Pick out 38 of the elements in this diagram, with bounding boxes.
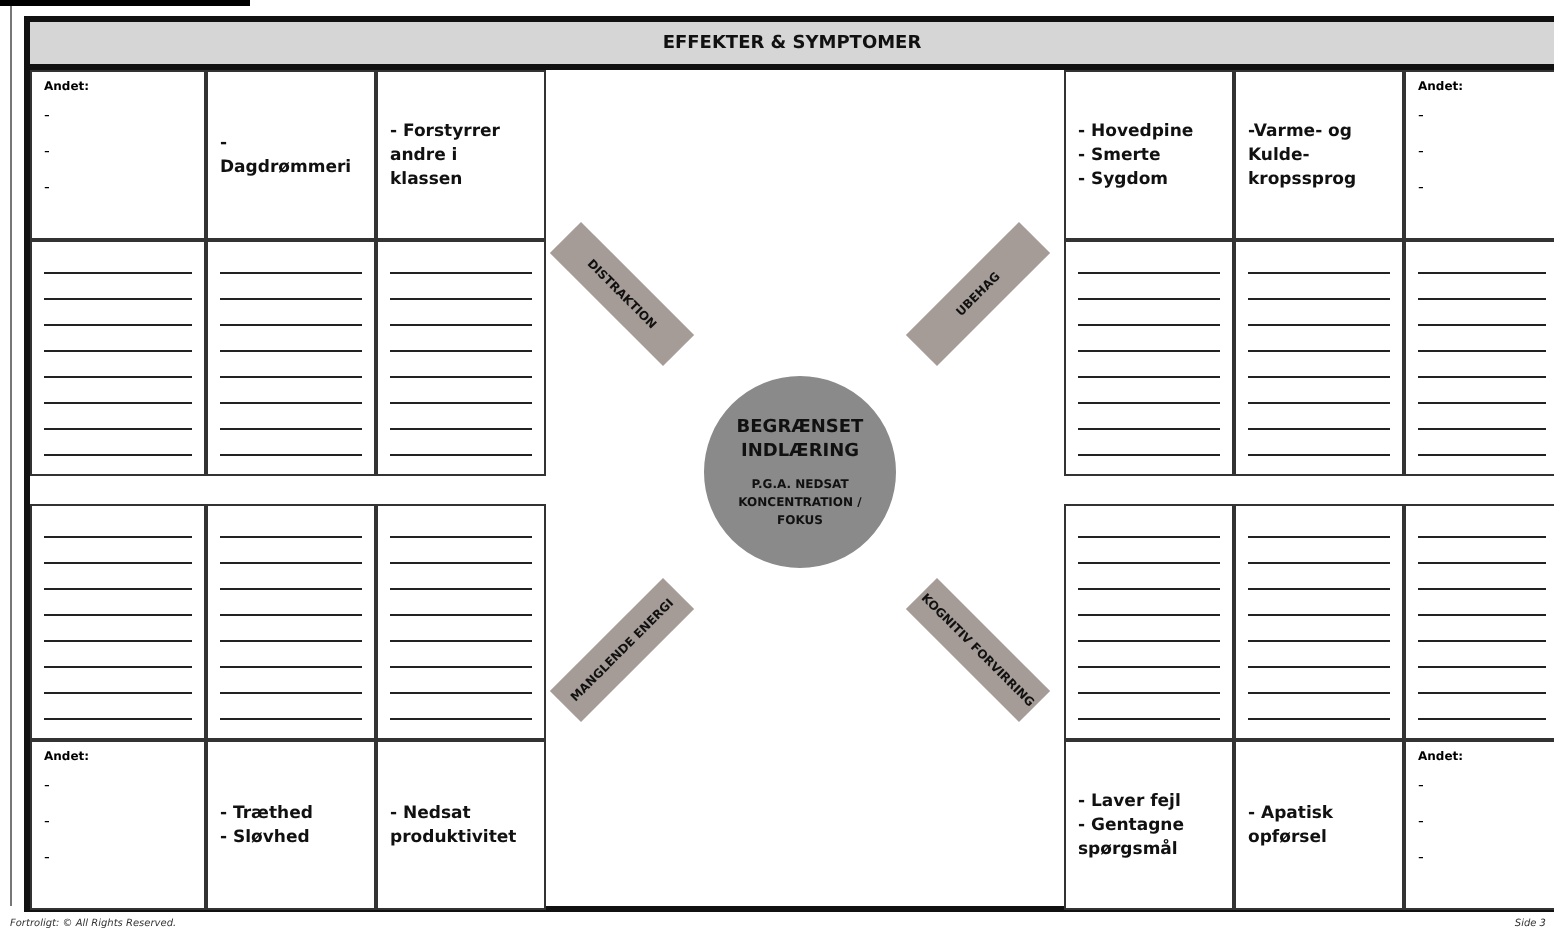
- bullet-dash: -: [44, 812, 52, 832]
- symptom-text: - Gentagne spørgsmål: [1078, 813, 1186, 861]
- symptom-text: - Hovedpine: [1078, 119, 1196, 143]
- writing-lines-box: [1064, 240, 1234, 476]
- bullet-dash: -: [1418, 812, 1426, 832]
- symptom-text: - Smerte: [1078, 143, 1163, 167]
- writing-lines-box: [206, 504, 376, 740]
- bullet-dash: -: [44, 142, 52, 162]
- bullet-dash: -: [1418, 106, 1426, 126]
- writing-lines-box: [30, 240, 206, 476]
- writing-lines-box: [1234, 504, 1404, 740]
- symptom-text: - Forstyrrer andre i klassen: [390, 119, 502, 191]
- symptom-text: - Apatisk opførsel: [1248, 801, 1336, 849]
- writing-lines-box: [1234, 240, 1404, 476]
- writing-lines-box: [376, 504, 546, 740]
- bullet-dash: -: [1418, 178, 1426, 198]
- bullet-dash: -: [44, 106, 52, 126]
- symptom-text: -Varme- og Kulde- kropssprog: [1248, 119, 1359, 191]
- symptom-text: - Dagdrømmeri: [220, 131, 354, 179]
- bullet-dash: -: [1418, 776, 1426, 796]
- bullet-dash: -: [44, 848, 52, 868]
- bullet-dash: -: [44, 776, 52, 796]
- writing-lines-box: [30, 504, 206, 740]
- symptom-text: - Træthed: [220, 801, 315, 825]
- writing-lines-box: [376, 240, 546, 476]
- symptom-text: - Sygdom: [1078, 167, 1171, 191]
- symptom-text: - Sløvhed: [220, 825, 312, 849]
- writing-lines-box: [1064, 504, 1234, 740]
- writing-lines-box: [1404, 240, 1554, 476]
- writing-lines-box: [206, 240, 376, 476]
- bullet-dash: -: [44, 178, 52, 198]
- symptom-text: - Laver fejl: [1078, 789, 1183, 813]
- bullet-dash: -: [1418, 142, 1426, 162]
- bullet-dash: -: [1418, 848, 1426, 868]
- symptom-text: - Nedsat produktivitet: [390, 801, 519, 849]
- writing-lines-box: [1404, 504, 1554, 740]
- circle-heading: BEGRÆNSET INDLÆRING: [734, 415, 866, 463]
- header-title: EFFEKTER & SYMPTOMER: [662, 31, 922, 55]
